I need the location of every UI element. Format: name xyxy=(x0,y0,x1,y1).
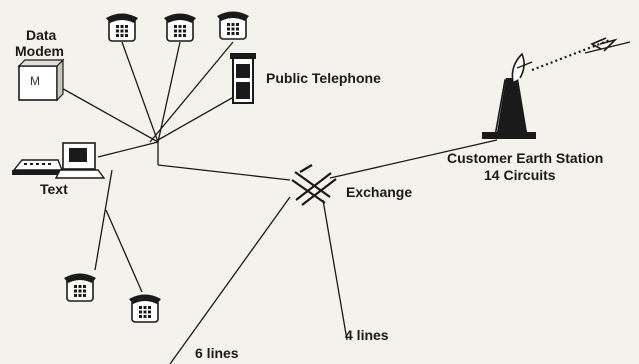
link-phone3-hub xyxy=(149,41,234,143)
text-terminal-label: Text xyxy=(40,181,68,197)
link-public-hub xyxy=(157,89,247,141)
earth-station-label-line1: Customer Earth Station xyxy=(447,150,604,166)
text-terminal-icon xyxy=(12,142,106,179)
link-text-branch xyxy=(94,169,113,271)
satellite-dish-antenna-icon xyxy=(482,37,631,139)
earth-station-label-line2: 14 Circuits xyxy=(484,167,556,183)
link-exchange-6lines xyxy=(169,196,291,364)
link-modem-hub xyxy=(57,85,159,143)
telephone-icon xyxy=(216,10,250,40)
telephone-icon xyxy=(63,272,97,302)
four-lines-label: 4 lines xyxy=(345,327,389,343)
link-branch-phone5 xyxy=(105,209,143,293)
data-modem-label-line1: Data xyxy=(26,27,57,43)
telephone-icon xyxy=(163,12,197,42)
link-hub-exchange xyxy=(157,164,291,181)
link-exchange-earth xyxy=(329,139,498,179)
data-modem-icon xyxy=(17,58,65,102)
six-lines-label: 6 lines xyxy=(195,345,239,361)
telephone-icon xyxy=(128,293,162,323)
public-telephone-booth-icon xyxy=(230,53,256,104)
exchange-label: Exchange xyxy=(346,184,413,200)
link-phone2-hub xyxy=(157,41,181,143)
link-phone1-hub xyxy=(121,41,159,143)
link-text-hub xyxy=(97,141,159,158)
modem-glyph-label: M xyxy=(30,74,40,88)
telephone-icon xyxy=(105,12,139,42)
exchange-node-icon xyxy=(291,164,337,206)
public-telephone-label: Public Telephone xyxy=(266,70,381,86)
data-modem-label-line2: Modem xyxy=(15,43,64,59)
link-exchange-4lines xyxy=(322,199,348,341)
